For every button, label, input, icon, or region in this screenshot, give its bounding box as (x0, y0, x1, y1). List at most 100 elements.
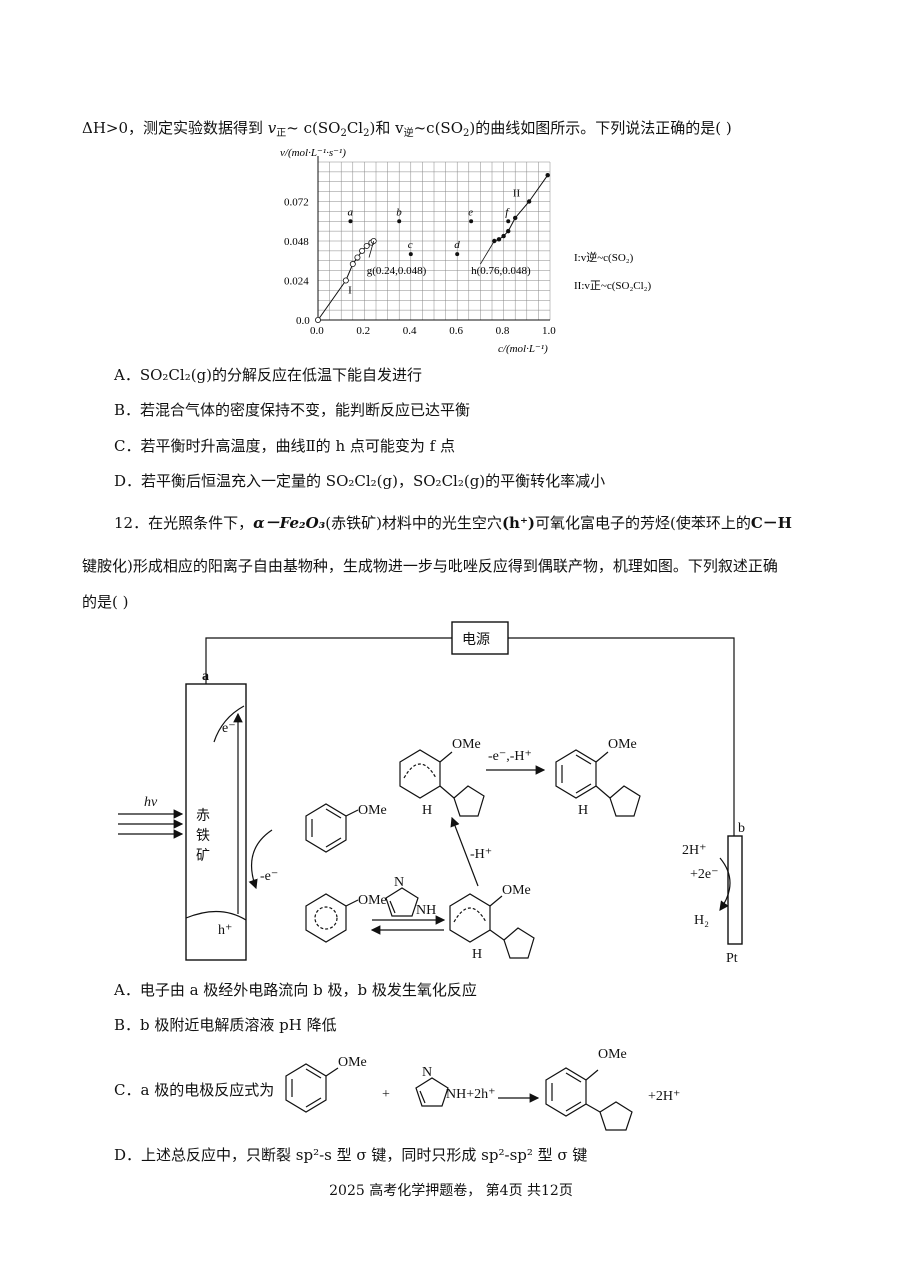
anisole-ring-1 (305, 803, 359, 853)
series-1-point (349, 261, 356, 268)
pyrazole-molecule (385, 887, 419, 917)
pyrazole-n-label: N (394, 875, 404, 890)
q12-option-c[interactable]: C．a 极的电极反应式为 OMe + N NH+2h⁺ OMe +2H⁺ (114, 1040, 754, 1140)
option-c-end: +2H⁺ (648, 1089, 680, 1104)
series-2-point (513, 215, 518, 221)
series-1-point (354, 254, 361, 261)
intermediate-ring-top (399, 749, 485, 817)
legend-item-2: II:v正~c(SO₂Cl₂) (574, 280, 652, 292)
q11-stem: ΔH>0，测定实验数据得到 v正~ c(SO2Cl2)和 v逆~c(SO2)的曲… (82, 119, 732, 139)
series-1-point (315, 316, 322, 323)
anisole-radical-cation (305, 893, 359, 943)
x-tick-label: 0.6 (449, 325, 463, 337)
bottom-h-label: H (472, 947, 482, 962)
y-tick-label: 0.072 (284, 197, 309, 209)
option-c-ome-2: OMe (598, 1047, 627, 1062)
electrode-b-label: b (738, 821, 745, 836)
q12-option-a[interactable]: A．电子由 a 极经外电路流向 b 极，b 极发生氧化反应 (114, 981, 477, 999)
x-tick-label: 0.8 (496, 325, 510, 337)
labeled-point (397, 219, 402, 224)
labeled-point-label: f (505, 206, 510, 218)
x-tick-label: 0.2 (356, 325, 370, 337)
q12-stem-line2: 键胺化)形成相应的阳离子自由基物种，生成物进一步与吡唑反应得到偶联产物，机理如图… (82, 557, 778, 575)
option-c-ome-1: OMe (338, 1055, 367, 1070)
x-tick-label: 0.4 (403, 325, 417, 337)
chart-axes: 0.0 0.2 0.4 0.6 0.8 1.0 0.024 0.048 0.072 0.0 (284, 156, 556, 337)
labeled-point (506, 219, 511, 224)
series-2-point (506, 228, 511, 234)
q11-option-a[interactable]: A．SO₂Cl₂(g)的分解反应在低温下能自发进行 (114, 366, 423, 384)
electrode-a (185, 683, 247, 961)
annotation-h-leader (480, 240, 495, 265)
series-1-label: I (348, 285, 352, 297)
labeled-point (455, 252, 460, 257)
power-label: 电源 (462, 632, 490, 648)
x-tick-label: 1.0 (542, 325, 556, 337)
ome-label-5: OMe (502, 883, 531, 898)
q12-option-d[interactable]: D．上述总反应中，只断裂 sp²-s 型 σ 键，同时只形成 sp²-sp² 型… (114, 1146, 588, 1164)
q12-option-c-prefix: C．a 极的电极反应式为 (114, 1081, 275, 1099)
step-mid-label: -H⁺ (470, 847, 492, 862)
hole-label: h⁺ (218, 923, 232, 938)
legend-item-1: I:v逆~c(SO₂) (574, 250, 634, 264)
q11-option-d[interactable]: D．若平衡后恒温充入一定量的 SO₂Cl₂(g)，SO₂Cl₂(g)的平衡转化率… (114, 472, 606, 490)
x-axis-label: c/(mol·L⁻¹) (498, 343, 548, 355)
step-top-label: -e⁻,-H⁺ (488, 749, 532, 764)
q11-option-b[interactable]: B．若混合气体的密度保持不变，能判断反应已达平衡 (114, 401, 471, 419)
hematite-char-3: 矿 (196, 848, 210, 864)
ome-label-4: OMe (608, 737, 637, 752)
y-tick-label: 0.024 (284, 276, 309, 288)
y-tick-label: 0.048 (284, 236, 309, 248)
hematite-char-2: 铁 (196, 828, 210, 844)
labeled-point-label: a (347, 206, 353, 218)
option-c-equation: OMe + N NH+2h⁺ OMe +2H⁺ (285, 1047, 680, 1131)
x-tick-label: 0.0 (310, 325, 324, 337)
pyrazole-nh-label: NH (416, 903, 436, 918)
series-2-point (496, 237, 502, 242)
labeled-point (348, 219, 353, 224)
ome-label-1: OMe (358, 803, 387, 818)
electrode-b (727, 835, 743, 945)
y-axis-label: v/(mol·L⁻¹·s⁻¹) (280, 147, 346, 159)
q11-option-c[interactable]: C．若平衡时升高温度，曲线Ⅱ的 h 点可能变为 f 点 (114, 437, 455, 455)
intermediate-ring-bottom (449, 893, 535, 959)
series-1-point (342, 277, 349, 284)
option-c-plus: + (382, 1087, 390, 1102)
power-supply-box (451, 621, 509, 655)
intermediate-h-label: H (422, 803, 432, 818)
labeled-point (469, 219, 474, 224)
series-1-point (359, 247, 366, 254)
hv-label: hv (144, 795, 158, 810)
series-2-point (526, 199, 532, 204)
y-tick-label-origin: 0.0 (296, 315, 310, 327)
mechanism-diagram: 电源 a b Pt hv 赤 铁 矿 e⁻ h⁺ -e⁻ OMe OMe OMe… (118, 621, 745, 966)
series-2-label: II (513, 188, 521, 200)
minus-e-label: -e⁻ (260, 869, 278, 884)
page-footer: 2025 高考化学押题卷， 第4页 共12页 (329, 1183, 573, 1199)
annotation-g-leader (368, 240, 375, 258)
hematite-char-1: 赤 (196, 808, 210, 824)
annotation-h: h(0.76,0.048) (471, 265, 531, 277)
annotation-g: g(0.24,0.048) (367, 265, 427, 277)
labeled-point-label: c (408, 239, 413, 251)
chart-grid (317, 161, 551, 321)
q12-stem-line3: 的是( ) (82, 593, 129, 611)
electron-label: e⁻ (222, 721, 236, 736)
ome-label-3: OMe (452, 737, 481, 752)
pt-label: Pt (726, 951, 738, 966)
labeled-point-label: b (396, 206, 402, 218)
q12-stem-line1: 12．在光照条件下，α－Fe₂O₃(赤铁矿)材料中的光生空穴(h⁺)可氧化富电子… (114, 514, 792, 532)
labeled-point-label: e (468, 206, 473, 218)
series-2-point (545, 172, 550, 178)
option-c-mid: NH+2h⁺ (446, 1087, 496, 1102)
electrode-a-label: a (202, 669, 209, 684)
product-ring-top (555, 749, 641, 817)
option-c-n: N (422, 1065, 432, 1080)
series-2-point (501, 233, 506, 239)
h2-line1: 2H⁺ (682, 843, 707, 858)
h2-line2: +2e⁻ (690, 867, 719, 882)
labeled-point-label: d (454, 239, 460, 251)
q12-option-b[interactable]: B．b 极附近电解质溶液 pH 降低 (114, 1016, 337, 1034)
